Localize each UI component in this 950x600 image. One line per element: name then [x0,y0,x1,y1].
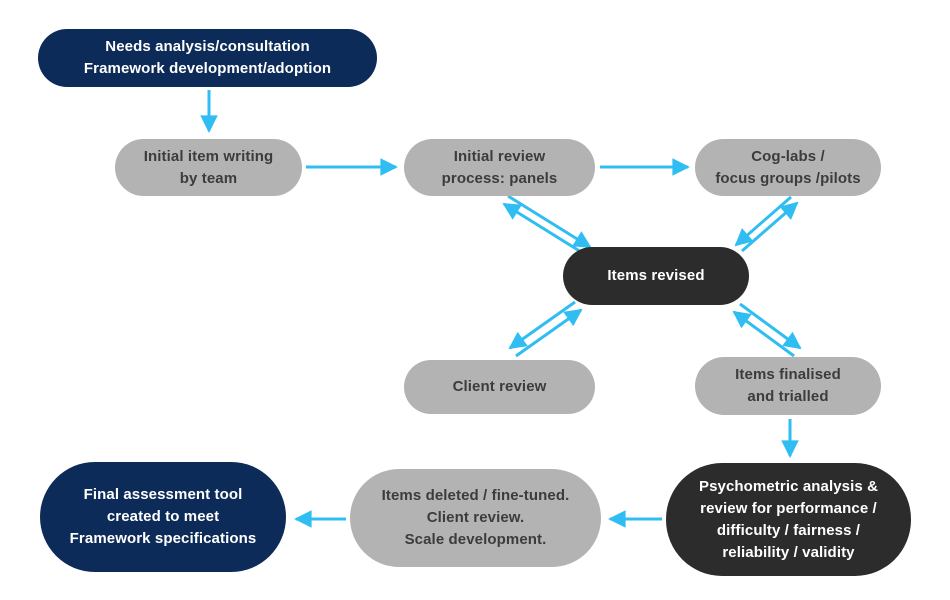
node-text-line: Client review [452,378,547,395]
node-initial-review: Initial review process: panels [404,139,595,196]
node-text-line: Initial item writing [143,147,274,165]
node-text-line: Psychometric analysis & [698,477,879,495]
node-text-line: Items finalised [735,366,841,383]
node-client-review: Client review [404,360,595,414]
arrow-revised-to-finalised [739,302,802,350]
node-items-revised: Items revised [563,247,749,305]
node-text-line: review for performance / [700,499,877,517]
node-cog-labs: Cog-labs / focus groups /pilots [695,139,881,196]
arrow-revised-to-client [508,300,576,350]
arrow-revised-to-review [502,202,587,257]
node-text-line: Items revised [607,267,705,284]
arrow-coglabs-to-revised [734,195,792,247]
node-text-line: created to meet [106,508,220,525]
arrow-finalised-to-revised [732,310,795,358]
node-text-line: Framework specifications [69,530,257,547]
node-text-line: Needs analysis/consultation [105,38,310,55]
node-text-line: process: panels [441,169,558,187]
node-text-line: Client review. [426,509,525,526]
node-text-line: difficulty / fairness / [716,521,861,539]
node-text-line: focus groups /pilots [715,169,861,187]
node-items-finalised: Items finalised and trialled [695,357,881,415]
node-text-line: Scale development. [404,531,547,548]
node-text-line: Initial review [453,147,546,165]
arrow-client-to-revised [515,308,583,358]
arrow-review-to-revised [507,194,592,249]
node-text-line: Final assessment tool [83,486,243,503]
node-text-line: reliability / validity [722,543,855,561]
node-needs-analysis: Needs analysis/consultation Framework de… [38,29,377,87]
node-text-line: Cog-labs / [751,147,825,165]
arrow-revised-to-coglabs [741,201,799,253]
node-final-assessment-tool: Final assessment tool created to meet Fr… [40,462,286,572]
node-text-line: Framework development/adoption [83,60,332,77]
node-psychometric-analysis: Psychometric analysis & review for perfo… [666,463,911,576]
node-text-line: by team [179,169,238,187]
node-initial-item-writing: Initial item writing by team [115,139,302,196]
node-text-line: Items deleted / fine-tuned. [381,487,570,504]
node-items-deleted: Items deleted / fine-tuned. Client revie… [350,469,601,567]
node-text-line: and trialled [747,388,829,405]
